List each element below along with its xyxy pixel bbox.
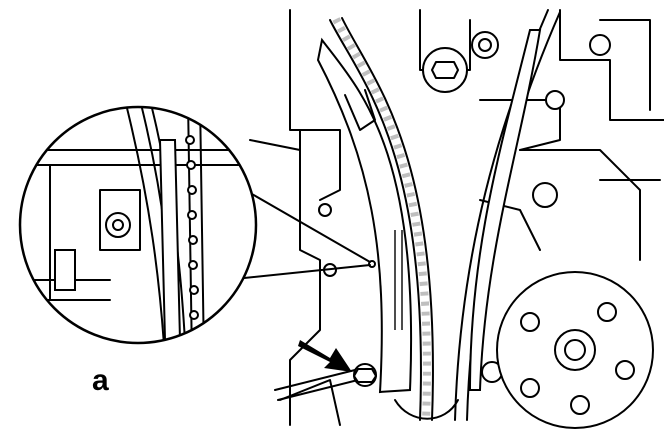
- pulley: [496, 271, 654, 429]
- chain-guide-left: [316, 37, 412, 394]
- magnified-detail: [18, 105, 258, 345]
- timing-chain-right: [454, 9, 561, 421]
- engine-block: [249, 9, 664, 426]
- tensioner-rod: [274, 369, 359, 401]
- chain-lower: [394, 399, 459, 420]
- pivot-bolt: [353, 363, 377, 387]
- callout-pointer: [224, 189, 371, 281]
- arrow-indicator: [298, 340, 352, 372]
- callout-label: a: [92, 364, 109, 397]
- timing-chain-left: [329, 17, 434, 421]
